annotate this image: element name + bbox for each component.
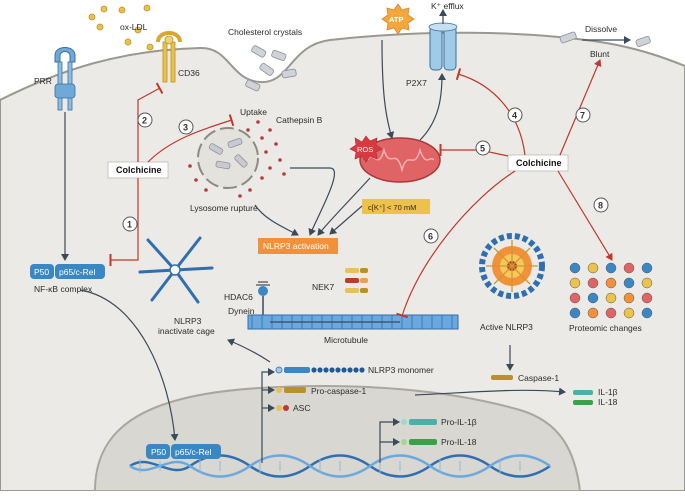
nlrp3-cage-icon [138,236,214,304]
ros-label: ROS [357,145,373,154]
p50-nuc-label: P50 [151,447,166,457]
il18-label: IL-18 [598,397,618,407]
proteomic-changes-label: Proteomic changes [569,323,642,333]
k-efflux-label: K⁺ efflux [431,1,464,11]
cd36-receptor-icon [156,31,182,83]
svg-text:4: 4 [512,111,517,121]
cholesterol-crystals-icon [245,45,297,92]
cathepsin-b-dots [188,120,286,198]
svg-text:Colchicine: Colchicine [116,165,162,175]
svg-text:7: 7 [580,111,585,121]
step-2-marker: 2 [137,112,153,128]
svg-text:2: 2 [142,116,147,126]
nfkb-complex-label: NF-κB complex [34,284,93,294]
ox-ldl-label: ox-LDL [120,22,148,32]
pro-il18-label: Pro-IL-18 [441,437,477,447]
nlrp3-cage-label-line1: NLRP3 [174,316,202,326]
svg-text:8: 8 [598,201,603,211]
pro-il1b-label: Pro-IL-1β [441,417,477,427]
prr-receptor-icon [54,47,76,111]
blunt-label: Blunt [590,49,610,59]
activation-arrows [61,9,566,463]
svg-text:5: 5 [480,144,485,154]
step-6-marker: 6 [423,228,439,244]
prr-label: PRR [34,76,52,86]
atp-star-icon [381,3,415,35]
nfkb-cytoplasm: P50 p65/c-Rel [30,264,105,279]
uptake-label: Uptake [240,107,267,117]
lysosome-rupture-label: Lysosome rupture [190,203,258,213]
caspase1-label: Caspase-1 [518,373,559,383]
asc-icon [276,405,289,411]
svg-text:1: 1 [127,220,132,230]
svg-text:NLRP3 activation: NLRP3 activation [263,241,329,251]
colchicine-right-box: Colchicine [507,154,569,172]
nlrp3-monomer-label: NLRP3 monomer [368,365,434,375]
step-1-marker: 1 [122,216,138,232]
nek7-label: NEK7 [312,282,334,292]
colchicine-left-box: Colchicine [107,161,169,179]
step-5-marker: 5 [475,140,491,156]
pro-caspase1-icon [276,387,306,393]
dna-helix [129,454,551,478]
cholesterol-crystals-label: Cholesterol crystals [228,27,302,37]
p2x7-channel-icon [428,22,458,71]
p2x7-label: P2X7 [406,78,427,88]
svg-text:c[K⁺] < 70 mM: c[K⁺] < 70 mM [368,203,416,212]
pro-caspase1-label: Pro-caspase-1 [311,386,367,396]
nucleus [93,385,582,492]
inhibition-lines [109,59,613,319]
nlrp3-activation-box: NLRP3 activation [258,238,338,254]
ros-burst-icon [349,135,383,163]
p50-cyto-label: P50 [34,267,49,277]
k-concentration-box: c[K⁺] < 70 mM [362,199,430,214]
svg-text:Colchicine: Colchicine [516,158,562,168]
step-8-marker: 8 [593,197,609,213]
asc-label: ASC [293,403,310,413]
lysosome-icon [197,127,259,189]
cathepsin-b-label: Cathepsin B [276,115,323,125]
il-mature-icons [573,390,593,405]
step-markers: 1 2 3 4 5 6 7 8 [122,107,609,244]
p65-nuc-label: p65/c-Rel [175,447,211,457]
proteomic-dots [569,262,653,319]
nek7-icon [345,268,368,293]
cd36-label: CD36 [178,68,200,78]
dissolve-label: Dissolve [585,24,617,34]
nlrp3-monomer-icon [275,366,365,374]
step-3-marker: 3 [178,119,194,135]
nlrp3-cage-label-line2: inactivate cage [158,326,215,336]
caspase1-icon [491,375,513,380]
microtubule-label: Microtubule [324,335,368,345]
active-nlrp3-icon [479,233,545,299]
svg-text:6: 6 [428,232,433,242]
active-nlrp3-label: Active NLRP3 [480,322,533,332]
il1b-label: IL-1β [598,387,618,397]
step-4-marker: 4 [507,107,523,123]
cell-body [0,31,685,492]
hdac6-label: HDAC6 [224,292,253,302]
atp-label: ATP [389,15,403,24]
ox-ldl-particles [88,4,154,51]
svg-text:3: 3 [183,123,188,133]
p65-cyto-label: p65/c-Rel [59,267,95,277]
step-7-marker: 7 [575,107,591,123]
nfkb-nucleus: P50 p65/c-Rel [146,444,221,459]
crystal-dissolve-icon [559,31,651,47]
hdac6-dynein-icon [256,281,270,318]
dynein-label: Dynein [228,306,255,316]
pro-il-icons [401,419,437,445]
